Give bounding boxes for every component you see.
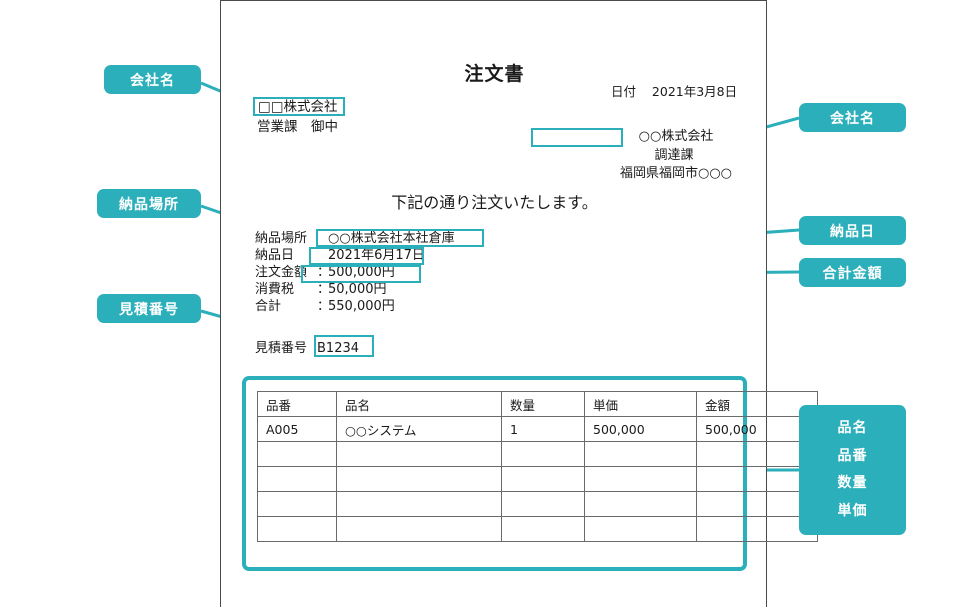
column-header-suryo: 数量 <box>501 391 585 417</box>
cell-hinban <box>257 441 337 467</box>
annotation-right-company-name: 会社名 <box>799 103 906 132</box>
detail-key: 納品場所 <box>255 231 308 246</box>
detail-row-delivery-place: 納品場所 ○○株式会社本社倉庫 <box>255 230 457 247</box>
page-title: 注文書 <box>464 63 525 85</box>
cell-tanka <box>584 441 697 467</box>
cell-tanka <box>584 516 697 542</box>
sender-block: ○○株式会社 調達課 福岡県福岡市○○○ <box>601 127 751 184</box>
cell-hinban: A005 <box>257 416 337 442</box>
annotation-left-quote-number: 見積番号 <box>97 294 201 323</box>
detail-separator: ： <box>317 265 331 280</box>
annotation-right-delivery-date: 納品日 <box>799 216 906 245</box>
detail-row-total: 合計 ： 550,000円 <box>255 298 457 315</box>
cell-hinmei: ○○システム <box>336 416 502 442</box>
detail-key: 注文金額 <box>255 265 308 280</box>
sender-department: 調達課 <box>654 148 694 164</box>
quote-number-row: 見積番号 B1234 <box>255 337 366 357</box>
annotation-left-company-name: 会社名 <box>104 65 201 94</box>
document-date-label: 日付 <box>611 84 637 99</box>
detail-value-delivery-place: ○○株式会社本社倉庫 <box>328 231 455 246</box>
document-page: 注文書 日付 2021年3月8日 □□株式会社 営業課 御中 ○○株式会社 調達… <box>220 0 818 607</box>
table-row <box>257 491 818 517</box>
annotation-table-column-suryo: 数量 <box>837 475 868 492</box>
cell-kingaku <box>696 466 818 492</box>
recipient-block: □□株式会社 営業課 御中 <box>255 97 341 136</box>
detail-separator: ： <box>317 299 331 314</box>
cell-hinmei <box>336 466 502 492</box>
annotation-table-column-hinban: 品番 <box>837 447 868 464</box>
quote-number-label: 見積番号 <box>255 341 308 356</box>
annotation-right-total-amount: 合計金額 <box>799 258 906 287</box>
sender-company: ○○株式会社 <box>638 129 714 144</box>
cell-tanka <box>584 466 697 492</box>
quote-number-value: B1234 <box>317 341 360 356</box>
annotation-table-column-tanka: 単価 <box>837 502 868 519</box>
order-details-list: 納品場所 ○○株式会社本社倉庫 納品日 2021年6月17日 注文金額 ： 50… <box>255 230 457 315</box>
annotation-left-delivery-place: 納品場所 <box>97 189 201 218</box>
sender-address: 福岡県福岡市○○○ <box>619 166 733 182</box>
recipient-department: 営業課 御中 <box>257 119 338 136</box>
cell-tanka: 500,000 <box>584 416 697 442</box>
cell-suryo <box>501 516 585 542</box>
detail-row-delivery-date: 納品日 2021年6月17日 <box>255 247 457 264</box>
column-header-tanka: 単価 <box>584 391 697 417</box>
column-header-kingaku: 金額 <box>696 391 818 417</box>
detail-key: 納品日 <box>255 248 295 263</box>
column-header-hinban: 品番 <box>257 391 337 417</box>
document-date-value: 2021年3月8日 <box>651 84 738 99</box>
cell-suryo <box>501 491 585 517</box>
detail-value-tax: 50,000円 <box>328 282 387 297</box>
detail-separator: ： <box>317 282 331 297</box>
detail-key: 合計 <box>255 299 282 314</box>
detail-value-order-amount: 500,000円 <box>328 265 395 280</box>
cell-hinban <box>257 516 337 542</box>
detail-row-order-amount: 注文金額 ： 500,000円 <box>255 264 457 281</box>
detail-value-total: 550,000円 <box>328 299 395 314</box>
table-row <box>257 441 818 467</box>
cell-tanka <box>584 491 697 517</box>
items-table: 品番 品名 数量 単価 金額 A005 ○○システム 1 500,000 500… <box>257 391 818 542</box>
annotation-table-columns: 品名 品番 数量 単価 <box>799 405 906 535</box>
cell-hinmei <box>336 441 502 467</box>
recipient-company: □□株式会社 <box>258 99 338 115</box>
cell-kingaku <box>696 516 818 542</box>
cell-suryo <box>501 466 585 492</box>
detail-key: 消費税 <box>255 282 295 297</box>
cell-hinban <box>257 491 337 517</box>
column-header-hinmei: 品名 <box>336 391 502 417</box>
cell-hinmei <box>336 516 502 542</box>
detail-row-tax: 消費税 ： 50,000円 <box>255 281 457 298</box>
table-row <box>257 466 818 492</box>
table-header-row: 品番 品名 数量 単価 金額 <box>257 391 818 417</box>
annotation-table-column-hinmei: 品名 <box>837 420 868 437</box>
cell-suryo: 1 <box>501 416 585 442</box>
table-row <box>257 516 818 542</box>
detail-value-delivery-date: 2021年6月17日 <box>328 248 425 263</box>
cell-suryo <box>501 441 585 467</box>
lead-sentence: 下記の通り注文いたします。 <box>391 193 598 212</box>
cell-hinban <box>257 466 337 492</box>
document-date: 日付 2021年3月8日 <box>611 81 737 100</box>
table-row: A005 ○○システム 1 500,000 500,000 <box>257 416 818 442</box>
cell-hinmei <box>336 491 502 517</box>
